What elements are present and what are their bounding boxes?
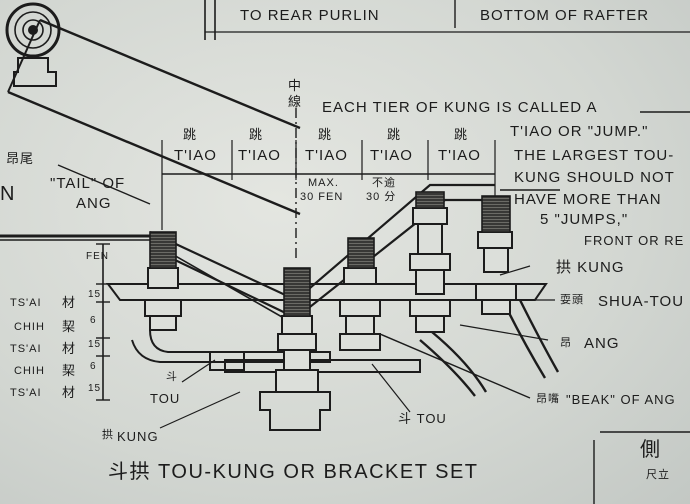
kung-label: KUNG xyxy=(117,429,159,444)
ang-right-label: ANG xyxy=(584,335,620,352)
tiao-char-4: 跳 xyxy=(387,127,402,142)
chih-label-2: CHIH xyxy=(14,365,45,377)
ang-char-right: 昂 xyxy=(560,337,572,349)
largest-line3: HAVE MORE THAN xyxy=(514,191,662,208)
tiao-char-5: 跳 xyxy=(454,127,469,142)
beak-char: 昂嘴 xyxy=(536,393,560,405)
center-line-label: 中線 xyxy=(288,78,303,109)
each-tier-line2: T'IAO OR "JUMP." xyxy=(510,123,649,140)
cai-char-2: 材 xyxy=(62,341,77,356)
tail-of-label: "TAIL" OF xyxy=(50,175,126,192)
tiao-char-3: 跳 xyxy=(318,127,333,142)
tiao-label-3: T'IAO xyxy=(305,147,348,164)
dou-char: 斗 xyxy=(166,371,178,383)
gong-char: 拱 xyxy=(102,429,114,441)
qi-char-2: 栔 xyxy=(62,363,77,378)
shua-tou-label: SHUA-TOU xyxy=(598,293,685,310)
tsai-label-3: TS'AI xyxy=(10,387,42,399)
scale-15-a: 15 xyxy=(88,289,102,300)
tiao-char-2: 跳 xyxy=(249,127,264,142)
tiao-char-1: 跳 xyxy=(183,127,198,142)
scale-15-c: 15 xyxy=(88,383,102,394)
cai-char-3: 材 xyxy=(62,385,77,400)
drawing-caption: 斗拱 TOU-KUNG OR BRACKET SET xyxy=(108,461,479,483)
ang-wei-label: 昂尾 xyxy=(6,151,35,166)
ang-tail-label: ANG xyxy=(76,195,112,212)
qi-char-1: 栔 xyxy=(62,319,77,334)
kung-right-label: 拱 KUNG xyxy=(556,259,625,276)
tiao-label-2: T'IAO xyxy=(238,147,281,164)
largest-line1: THE LARGEST TOU- xyxy=(514,147,675,164)
scale-6-b: 6 xyxy=(90,361,97,372)
tiao-label-5: T'IAO xyxy=(438,147,481,164)
tiao-label-4: T'IAO xyxy=(370,147,413,164)
corner-char-1: 側 xyxy=(640,439,661,461)
scale-15-b: 15 xyxy=(88,339,102,350)
to-rear-purlin-label: TO REAR PURLIN xyxy=(240,7,380,24)
sanshi-fen-label: 30 分 xyxy=(366,191,397,203)
tsai-label-2: TS'AI xyxy=(10,343,42,355)
beak-label: "BEAK" OF ANG xyxy=(566,392,676,407)
max-fen-label: 30 FEN xyxy=(300,191,344,203)
fen-label: FEN xyxy=(86,251,109,262)
each-tier-line1: EACH TIER OF KUNG IS CALLED A xyxy=(322,99,598,116)
tsai-label-1: TS'AI xyxy=(10,297,42,309)
cai-char-1: 材 xyxy=(62,295,77,310)
bottom-of-rafter-label: BOTTOM OF RAFTER xyxy=(480,7,650,24)
tiao-label-1: T'IAO xyxy=(174,147,217,164)
max-label: MAX. xyxy=(308,177,339,189)
chih-label-1: CHIH xyxy=(14,321,45,333)
corner-char-2: 尺立 xyxy=(646,469,670,481)
largest-line4: 5 "JUMPS," xyxy=(540,211,629,228)
shuatou-char: 耍頭 xyxy=(560,294,584,306)
largest-line2: KUNG SHOULD NOT xyxy=(514,169,675,186)
n-fragment: N xyxy=(0,183,16,205)
buyu-label: 不逾 xyxy=(372,177,396,189)
largest-line5: FRONT OR RE xyxy=(584,233,685,248)
tou-label: TOU xyxy=(150,391,181,406)
tou-bottom-label: 斗 TOU xyxy=(398,411,447,426)
scale-6-a: 6 xyxy=(90,315,97,326)
